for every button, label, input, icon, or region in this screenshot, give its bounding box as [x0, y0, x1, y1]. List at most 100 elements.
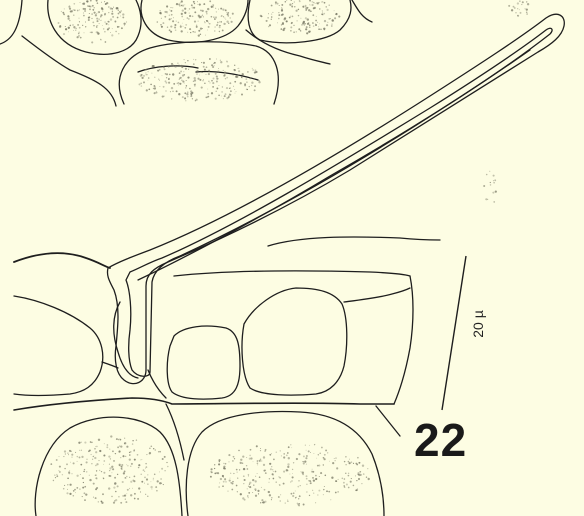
stipple-dot	[243, 468, 245, 470]
stipple-dot	[216, 78, 218, 80]
stipple-dot	[124, 442, 126, 444]
stipple-dot	[81, 450, 82, 451]
stipple-dot	[161, 483, 162, 484]
stipple-dot	[132, 440, 133, 441]
stipple-dot	[292, 3, 293, 4]
stipple-dot	[167, 13, 168, 14]
stipple-dot	[215, 91, 216, 92]
stipple-dot	[125, 456, 126, 457]
stipple-dot	[97, 2, 99, 4]
stipple-dot	[153, 448, 154, 449]
stipple-dot	[220, 478, 222, 480]
stipple-dot	[493, 180, 494, 181]
stipple-dot	[93, 25, 95, 27]
stipple-dot	[88, 19, 90, 21]
stipple-dot	[99, 23, 100, 24]
stipple-dot	[278, 14, 280, 16]
stipple-dot	[483, 185, 485, 187]
stipple-dot	[228, 461, 229, 462]
stipple-dot	[276, 3, 278, 5]
stipple-dot	[232, 13, 234, 15]
stipple-dot	[140, 83, 142, 85]
stipple-dot	[182, 9, 184, 11]
stipple-dot	[153, 478, 154, 479]
epidermis-surface	[14, 237, 440, 276]
stipple-dot	[174, 24, 176, 26]
stipple-dot	[261, 487, 262, 488]
lower-cell-wall-right	[344, 288, 410, 302]
stipple-dot	[159, 471, 160, 472]
stipple-dot	[166, 5, 168, 7]
stipple-dot	[82, 477, 84, 479]
stipple-dot	[241, 76, 242, 77]
stipple-dot	[68, 454, 69, 455]
stipple-dot	[91, 32, 93, 34]
stipple-dot	[229, 88, 230, 89]
stipple-dot	[200, 16, 202, 18]
stipple-dot	[204, 22, 205, 23]
stipple-dot	[73, 490, 75, 492]
stipple-dot	[163, 66, 165, 68]
stipple-dot	[271, 466, 272, 467]
stipple-dot	[355, 475, 356, 476]
stipple-dot	[63, 456, 64, 457]
stipple-dot	[242, 455, 244, 457]
stipple-dot	[240, 493, 242, 495]
bottom-cell-2	[186, 412, 384, 516]
stipple-dot	[178, 82, 180, 84]
stipple-dot	[244, 83, 246, 85]
stipple-dot	[234, 89, 235, 90]
stipple-dot	[319, 23, 320, 24]
stipple-dot	[68, 18, 70, 20]
stipple-dot	[257, 473, 258, 474]
stipple-dot	[107, 444, 109, 446]
stipple-dot	[206, 11, 208, 13]
stipple-dot	[181, 65, 183, 67]
stipple-dot	[85, 22, 86, 23]
stipple-dot	[306, 32, 308, 34]
stipple-dot	[209, 82, 210, 83]
stipple-dot	[92, 459, 93, 460]
stipple-dot	[280, 494, 281, 495]
stipple-dot	[85, 26, 86, 27]
stipple-dot	[306, 491, 307, 492]
stipple-dot	[73, 462, 75, 464]
stipple-dot	[202, 15, 203, 16]
stipple-dot	[156, 490, 158, 492]
stipple-dot	[257, 462, 259, 464]
stipple-dot	[317, 465, 319, 467]
bottom-cell-1	[35, 417, 182, 516]
stipple-dot	[111, 13, 113, 15]
stipple-dot	[213, 7, 214, 8]
stipple-dot	[236, 91, 237, 92]
stipple-dot	[69, 8, 71, 10]
stipple-dot	[68, 27, 70, 29]
stipple-dot	[119, 438, 120, 439]
stipple-dot	[95, 488, 97, 490]
stipple-dot	[233, 75, 234, 76]
stipple-dot	[207, 89, 208, 90]
stipple-dot	[252, 479, 254, 481]
stipple-dot	[280, 450, 281, 451]
stipple-dot	[104, 13, 106, 15]
stipple-dot	[321, 13, 323, 15]
stipple-dot	[194, 84, 196, 86]
stipple-dot	[183, 71, 184, 72]
stipple-dot	[218, 459, 220, 461]
stipple-dot	[110, 18, 112, 20]
stipple-dot	[176, 21, 177, 22]
stipple-dot	[71, 473, 72, 474]
stipple-dot	[358, 478, 360, 480]
stipple-dot	[321, 2, 322, 3]
stipple-dot	[281, 28, 283, 30]
stipple-dot	[307, 23, 309, 25]
stipple-dot	[78, 442, 80, 444]
stipple-dot	[223, 98, 224, 99]
stipple-dot	[76, 487, 78, 489]
stipple-dot	[287, 452, 289, 454]
stipple-dot	[214, 65, 215, 66]
stipple-dot	[492, 192, 494, 194]
stipple-dot	[209, 0, 211, 2]
stipple-dot	[511, 9, 513, 11]
